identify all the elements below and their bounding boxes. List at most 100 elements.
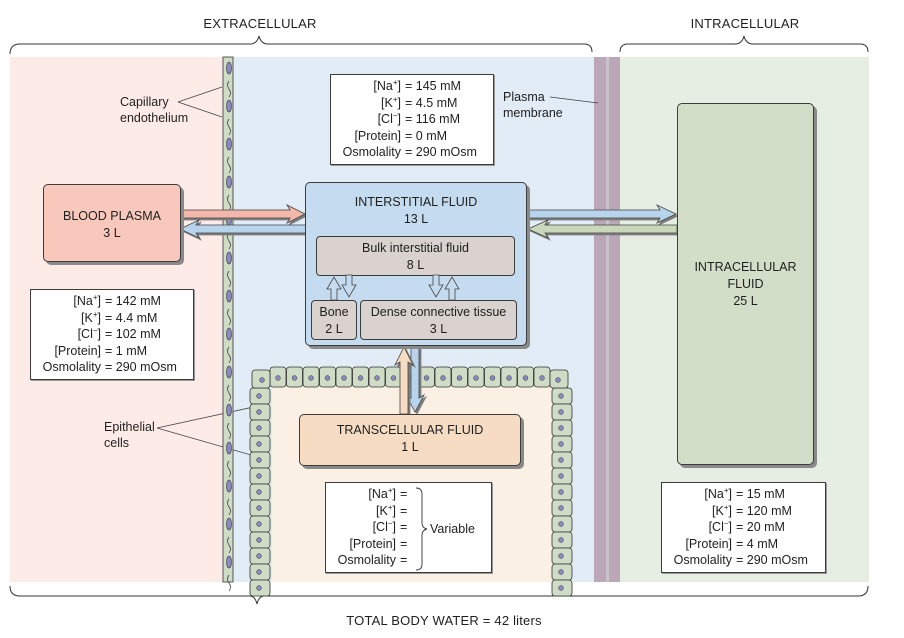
ion-row: [Cl−]= 20 mM bbox=[662, 519, 825, 536]
ion-row: [Protein]= bbox=[326, 536, 491, 553]
ion-label: [Na+] bbox=[368, 486, 396, 502]
epithelial-nucleus bbox=[357, 375, 364, 381]
epithelial-nucleus bbox=[558, 521, 564, 527]
ion-value: = 4.4 mM bbox=[105, 310, 158, 325]
ion-row: [Na+]= 142 mM bbox=[31, 293, 193, 310]
ion-row: [Cl−]= bbox=[326, 519, 491, 536]
epithelial-nucleus bbox=[256, 457, 262, 463]
ion-row: [Na+] = bbox=[326, 486, 491, 503]
epithelial-nucleus bbox=[558, 585, 564, 591]
ion-row: [Cl−] = 116 mM bbox=[331, 111, 493, 128]
capillary-pointer-line bbox=[177, 86, 223, 103]
epithelial-nucleus bbox=[555, 377, 561, 383]
bone-name: Bone bbox=[319, 305, 349, 319]
endothelial-nucleus bbox=[226, 137, 232, 151]
ion-label: [Na+] bbox=[373, 78, 401, 94]
ion-row: [K+]= 4.5 mM bbox=[331, 95, 493, 112]
ion-value: = 15 mM bbox=[736, 487, 785, 501]
epithelial-nucleus bbox=[456, 375, 463, 381]
endothelial-junction bbox=[227, 346, 231, 364]
intracellular-fluid-box: INTRACELLULAR FLUID 25 L bbox=[677, 103, 814, 465]
endothelial-junction bbox=[227, 194, 231, 212]
ion-label: Osmolality bbox=[337, 553, 396, 567]
epithelial-nucleus bbox=[256, 505, 262, 511]
endothelial-junction bbox=[227, 232, 231, 250]
total-brace bbox=[9, 585, 869, 605]
membrane-pointer-line bbox=[549, 96, 599, 104]
ion-value: = 290 mOsm bbox=[105, 360, 177, 374]
epithelial-nucleus bbox=[489, 375, 496, 381]
arrow-intracellular-to-interstitial bbox=[527, 219, 678, 239]
arrow-interstitial-to-plasma bbox=[179, 219, 307, 239]
epithelial-nucleus bbox=[256, 553, 262, 559]
endothelial-junction bbox=[227, 498, 231, 516]
epithelial-nucleus bbox=[390, 375, 397, 381]
ion-row: Osmolality = 290 mOsm bbox=[31, 359, 193, 376]
ion-label: [Cl−] bbox=[377, 111, 401, 127]
ion-label: Osmolality bbox=[42, 360, 101, 374]
variable-bracket bbox=[415, 487, 428, 571]
blood-plasma-volume: 3 L bbox=[103, 226, 121, 240]
epithelial-nucleus bbox=[259, 377, 265, 383]
dense-connective-volume: 3 L bbox=[429, 322, 448, 336]
ion-row: [Na+]= 15 mM bbox=[662, 486, 825, 503]
extracellular-brace bbox=[9, 35, 593, 55]
ion-row: [Cl−]= 102 mM bbox=[31, 326, 193, 343]
ion-value: = 4 mM bbox=[736, 536, 779, 551]
endothelial-junction bbox=[227, 156, 231, 174]
endothelial-junction bbox=[227, 80, 231, 98]
endothelial-nucleus bbox=[226, 61, 232, 75]
arrow-interstitial-to-intracellular bbox=[525, 204, 677, 224]
capillary-endothelium-label: Capillary endothelium bbox=[120, 94, 188, 126]
epithelial-nucleus bbox=[256, 537, 262, 543]
ion-label: [Protein] bbox=[54, 343, 101, 358]
epithelial-nucleus bbox=[256, 473, 262, 479]
ion-row: [Protein] = 4 mM bbox=[662, 536, 825, 553]
dense-connective-box: Dense connective tissue 3 L bbox=[360, 300, 517, 340]
membrane-label-line2: membrane bbox=[503, 106, 563, 120]
ion-value: = bbox=[400, 503, 408, 518]
endothelial-junction bbox=[227, 422, 231, 440]
ion-value: = 290 mOsm bbox=[736, 553, 808, 567]
blood-plasma-box: BLOOD PLASMA 3 L bbox=[43, 184, 181, 262]
ion-value: = bbox=[400, 487, 408, 501]
membrane-label-line1: Plasma bbox=[503, 90, 545, 104]
bulk-interstitial-volume: 8 L bbox=[406, 258, 425, 272]
epithelial-nucleus bbox=[558, 457, 564, 463]
endothelial-nucleus bbox=[226, 479, 232, 493]
ion-value: = 102 mM bbox=[105, 327, 161, 341]
plasma-ion-table: [Na+]= 142 mM[K+] = 4.4 mM[Cl−]= 102 mM[P… bbox=[30, 289, 194, 380]
epithelial-nucleus bbox=[558, 409, 564, 415]
epithelial-pointer-line bbox=[156, 427, 259, 458]
endothelial-junction bbox=[227, 118, 231, 136]
ion-row: [K+] = 4.4 mM bbox=[31, 310, 193, 327]
epithelial-nucleus bbox=[558, 489, 564, 495]
endothelial-nucleus bbox=[226, 175, 232, 189]
epithelial-nucleus bbox=[256, 569, 262, 575]
epithelial-nucleus bbox=[374, 375, 380, 381]
endothelial-nucleus bbox=[226, 365, 232, 379]
ion-label: [K+] bbox=[81, 309, 101, 325]
epithelial-nucleus bbox=[558, 425, 564, 431]
interstitial-volume: 13 L bbox=[403, 212, 429, 226]
epithelial-nucleus bbox=[558, 569, 564, 575]
endothelial-nucleus bbox=[226, 441, 232, 455]
epithelial-nucleus bbox=[256, 585, 262, 591]
bulk-interstitial-name: Bulk interstitial fluid bbox=[362, 241, 469, 255]
capillary-label-line2: endothelium bbox=[120, 111, 189, 125]
ion-label: [K+] bbox=[712, 502, 732, 518]
ion-row: [K+]= bbox=[326, 503, 491, 520]
endothelial-nucleus bbox=[226, 251, 232, 265]
epithelial-nucleus bbox=[291, 375, 298, 381]
intracellular-name-1: INTRACELLULAR bbox=[694, 260, 797, 274]
arrow-bulk-to-bone bbox=[341, 274, 357, 298]
bulk-interstitial-box: Bulk interstitial fluid 8 L bbox=[316, 236, 515, 276]
ion-label: [Protein] bbox=[685, 536, 732, 551]
transcellular-fluid-box: TRANSCELLULAR FLUID 1 L bbox=[299, 414, 521, 466]
ion-value: = 116 mM bbox=[405, 112, 460, 126]
ion-label: Osmolality bbox=[342, 145, 401, 159]
ion-label: [Protein] bbox=[354, 128, 401, 143]
